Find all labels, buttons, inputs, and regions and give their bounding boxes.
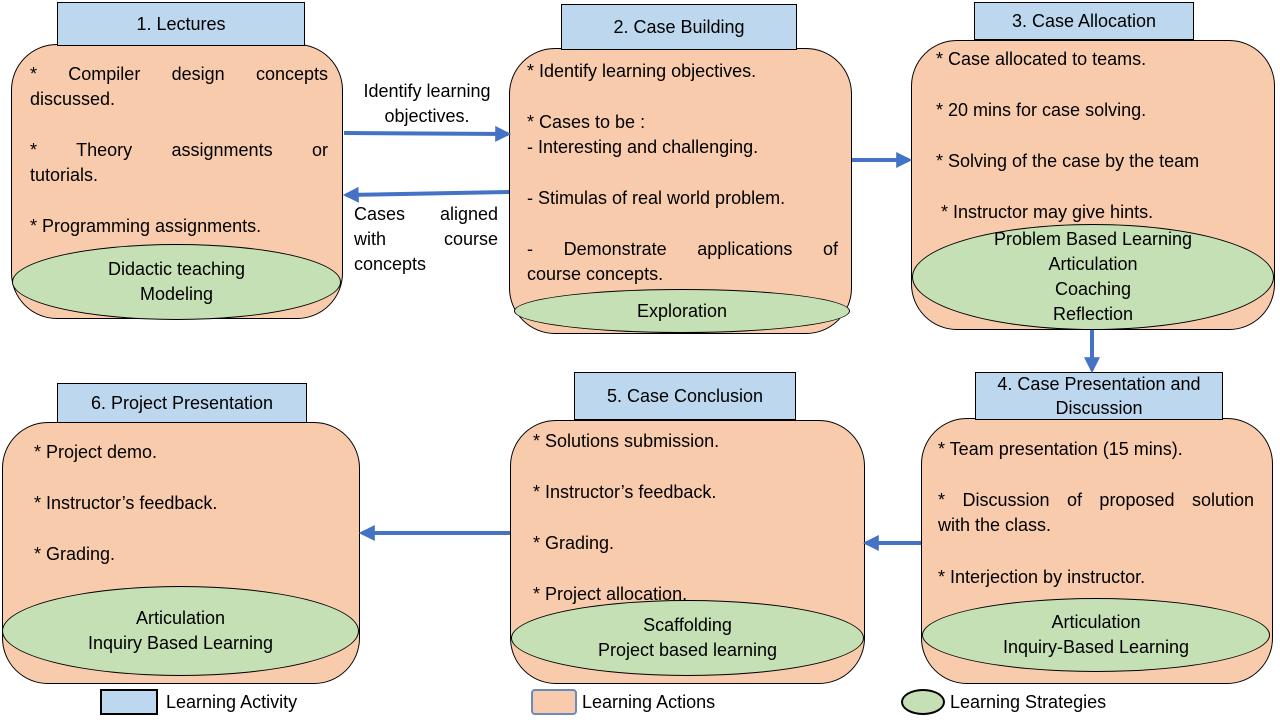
case-conclusion-item: * Solutions submission. <box>533 431 720 451</box>
case-conclusion-item: * Grading. <box>533 533 615 553</box>
project-presentation-item: * Project demo. <box>34 442 158 462</box>
lectures-item: tutorials. <box>30 165 99 185</box>
case-building-strategies-oval: Exploration <box>514 289 850 333</box>
project-presentation-item: * Grading. <box>34 544 116 564</box>
title-line: 4. Case Presentation and <box>997 374 1201 394</box>
legend-actions-label: Learning Actions <box>582 692 716 712</box>
forward-edge-label: Identify learning objectives. <box>352 79 502 129</box>
strategy-label: Articulation <box>135 608 226 628</box>
case-allocation-title: 3. Case Allocation <box>974 2 1194 40</box>
case-presentation-item: * Team presentation (15 mins). <box>938 439 1183 459</box>
strategy-label: Coaching <box>1054 279 1132 299</box>
title-line: Discussion <box>1055 398 1143 418</box>
edge-label-line: Cases aligned <box>354 204 498 224</box>
edge-label-line: Identify learning <box>363 81 491 101</box>
case-presentation-item: * Discussion of proposed solution <box>938 490 1254 510</box>
project-presentation-strategies-oval: Articulation Inquiry Based Learning <box>2 586 359 676</box>
case-allocation-item: * Instructor may give hints. <box>941 202 1154 222</box>
strategy-label: Didactic teaching <box>107 259 246 279</box>
strategy-label: Modeling <box>139 284 214 304</box>
lectures-item: discussed. <box>30 89 116 109</box>
lectures-item: * Theory assignments or <box>30 140 328 160</box>
case-allocation-strategies-oval: Problem Based Learning Articulation Coac… <box>912 224 1274 330</box>
strategy-label: Reflection <box>1052 304 1134 324</box>
case-presentation-item: * Interjection by instructor. <box>938 567 1146 587</box>
lectures-strategies-oval: Didactic teaching Modeling <box>12 244 341 320</box>
strategy-label: Scaffolding <box>643 615 732 635</box>
case-building-item: course concepts. <box>527 264 664 284</box>
lectures-item: * Programming assignments. <box>30 216 262 236</box>
strategy-label: Inquiry Based Learning <box>87 633 274 653</box>
project-presentation-item: * Instructor’s feedback. <box>34 493 218 513</box>
case-conclusion-item: * Instructor’s feedback. <box>533 482 717 502</box>
case-presentation-item: with the class. <box>938 515 1052 535</box>
case-presentation-strategies-oval: Articulation Inquiry-Based Learning <box>922 598 1270 672</box>
legend-actions-swatch <box>531 689 577 715</box>
case-conclusion-strategies-oval: Scaffolding Project based learning <box>511 600 864 676</box>
case-building-title: 2. Case Building <box>561 4 797 50</box>
lectures-title: 1. Lectures <box>57 2 305 46</box>
case-building-item: * Cases to be : <box>527 112 646 132</box>
strategy-label: Articulation <box>1051 612 1141 632</box>
case-conclusion-item: * Project allocation. <box>533 584 688 604</box>
strategy-label: Project based learning <box>597 640 778 660</box>
strategy-label: Inquiry-Based Learning <box>1002 637 1190 657</box>
project-presentation-title: 6. Project Presentation <box>57 383 307 423</box>
case-building-actions-box <box>509 48 852 334</box>
case-building-item: * Identify learning objectives. <box>527 61 757 81</box>
legend-strategies-swatch <box>901 689 945 715</box>
case-building-item: - Stimulas of real world problem. <box>527 188 786 208</box>
case-allocation-item: * 20 mins for case solving. <box>936 100 1147 120</box>
backward-edge-label: Cases aligned with course concepts <box>354 202 498 277</box>
strategy-label: Articulation <box>1048 254 1138 274</box>
legend-activity-label: Learning Activity <box>166 692 298 712</box>
strategy-label: Problem Based Learning <box>993 229 1193 249</box>
lectures-item: * Compiler design concepts <box>30 64 328 84</box>
case-allocation-item: * Solving of the case by the team <box>936 151 1200 171</box>
case-building-item: - Demonstrate applications of <box>527 239 838 259</box>
case-presentation-title: 4. Case Presentation and Discussion <box>975 372 1223 420</box>
edge-label-line: objectives. <box>384 106 470 126</box>
arrow-lectures-to-case-building <box>343 125 512 142</box>
case-building-item: - Interesting and challenging. <box>527 137 759 157</box>
case-conclusion-title: 5. Case Conclusion <box>574 372 796 420</box>
case-allocation-item: * Case allocated to teams. <box>936 49 1147 69</box>
edge-label-line: with course <box>354 229 498 249</box>
strategy-label: Exploration <box>636 300 728 321</box>
legend-activity-swatch <box>100 689 158 715</box>
legend-strategies-label: Learning Strategies <box>950 692 1107 712</box>
arrow-case-building-to-lectures <box>342 186 510 203</box>
edge-label-line: concepts <box>354 254 427 274</box>
